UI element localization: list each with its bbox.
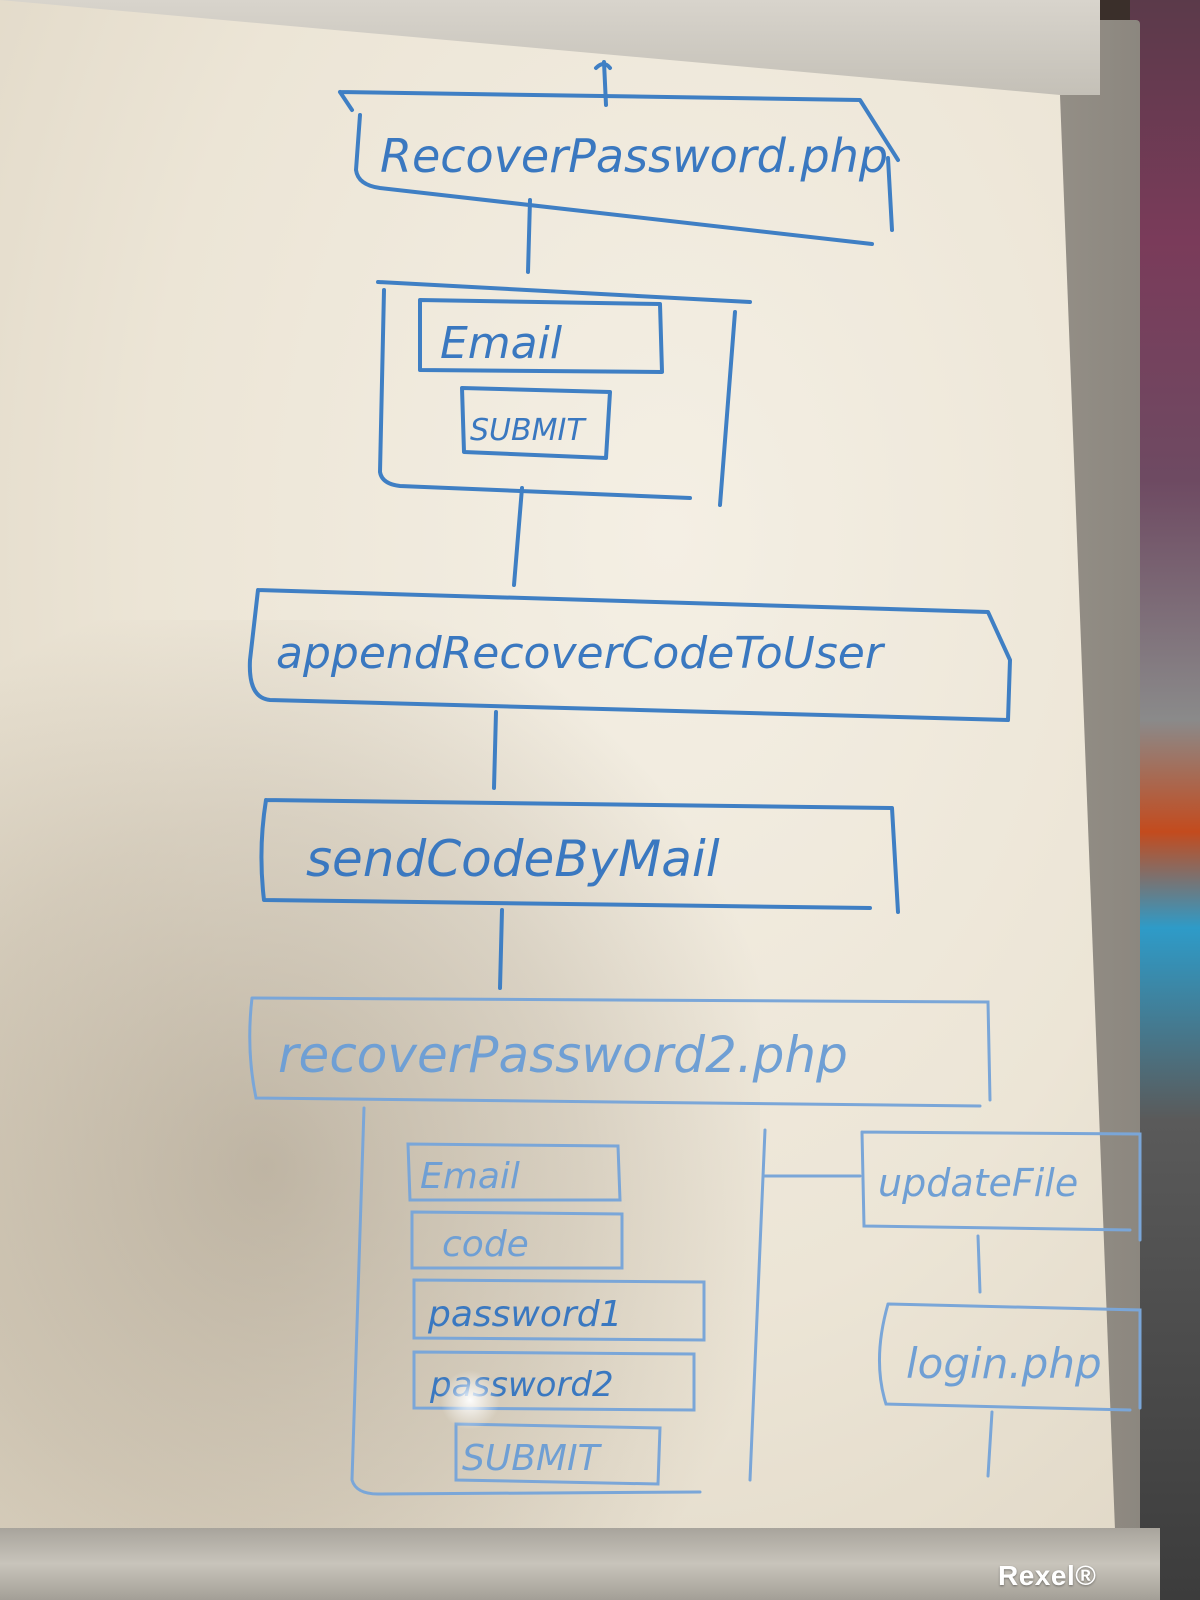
box-login [877, 1302, 1142, 1412]
button-submit-2 [454, 1422, 662, 1486]
background-fabric [1130, 0, 1200, 1600]
label-send-code: sendCodeByMail [306, 830, 720, 888]
label-append-code: appendRecoverCodeToUser [276, 628, 886, 679]
field-password2 [412, 1350, 696, 1412]
label-login: login.php [906, 1339, 1102, 1388]
label-update-file: updateFile [878, 1161, 1078, 1205]
connector-3 [492, 710, 498, 790]
box-recover-page [338, 90, 900, 246]
label-password1: password1 [427, 1294, 622, 1335]
field-email-2 [406, 1142, 622, 1202]
label-submit-1: SUBMIT [470, 413, 587, 448]
connector-2 [512, 486, 524, 587]
box-recover-page-2 [248, 996, 992, 1108]
field-password1 [412, 1278, 706, 1342]
label-recover-page-2: recoverPassword2.php [278, 1026, 848, 1084]
whiteboard-surface [0, 0, 1115, 1530]
label-email-2: Email [420, 1156, 520, 1197]
label-code: code [442, 1224, 529, 1265]
connector-7 [986, 1410, 994, 1478]
label-recover-page: RecoverPassword.php [380, 129, 888, 183]
connector-4 [498, 908, 504, 990]
box-form-2 [350, 1106, 767, 1496]
field-code [410, 1210, 624, 1270]
button-submit-1 [460, 386, 612, 460]
box-update-file [860, 1130, 1142, 1242]
connector-top [594, 60, 612, 107]
box-send-code [259, 798, 900, 914]
connector-6 [976, 1234, 982, 1294]
light-glare [440, 1370, 500, 1430]
brand-logo: Rexel® [998, 1560, 1097, 1591]
label-email-1: Email [440, 318, 563, 369]
whiteboard-bottom-rail [0, 1528, 1160, 1600]
connector-1 [526, 198, 532, 274]
label-submit-2: SUBMIT [462, 1438, 603, 1479]
box-append-code [247, 588, 1012, 722]
box-form-1 [376, 280, 752, 507]
field-email-1 [418, 298, 664, 374]
